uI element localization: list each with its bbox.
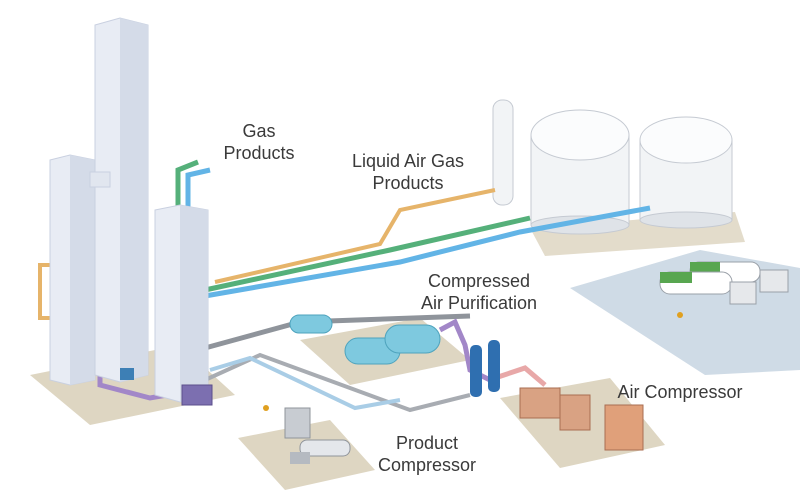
truck-loading-area [570, 250, 800, 375]
gas-products-label: Gas Products [223, 121, 295, 163]
storage-tank-left [530, 109, 630, 235]
liquid-line-blue [204, 205, 651, 299]
product-compressor-label: Product Compressor [377, 433, 477, 475]
air-compressor-line-pink [494, 365, 547, 387]
gas-riser-blue [185, 167, 211, 212]
gas-riser-green [175, 159, 199, 210]
purifier-column-left [470, 345, 482, 397]
tanker-truck-front [659, 271, 757, 305]
equipment-box-blue [120, 368, 134, 380]
distillation-column-tall [94, 17, 149, 383]
equipment-box-purple [181, 384, 213, 406]
liquid-line-orange [214, 188, 496, 284]
pressure-vessel-top [289, 314, 333, 334]
gas-line-green [204, 215, 531, 293]
worker-figure-left [263, 405, 269, 411]
storage-tank-right [639, 116, 733, 229]
cold-box-right [154, 204, 209, 403]
feed-line-gray [204, 352, 471, 413]
pressure-vessel-large-right [384, 324, 441, 354]
purifier-column-right [488, 340, 500, 392]
liquid-air-gas-products-label: Liquid Air Gas Products [351, 151, 465, 193]
small-vertical-tank [492, 99, 514, 206]
worker-figure-right [677, 312, 683, 318]
product-line-blue [209, 355, 401, 411]
distillation-column-left [49, 154, 96, 386]
column-connector [89, 171, 111, 188]
compressed-air-purification-label: Compressed Air Purification [420, 271, 538, 313]
air-compressor-unit [519, 387, 644, 451]
product-compressor-unit [284, 407, 351, 464]
air-compressor-label: Air Compressor [617, 382, 743, 402]
